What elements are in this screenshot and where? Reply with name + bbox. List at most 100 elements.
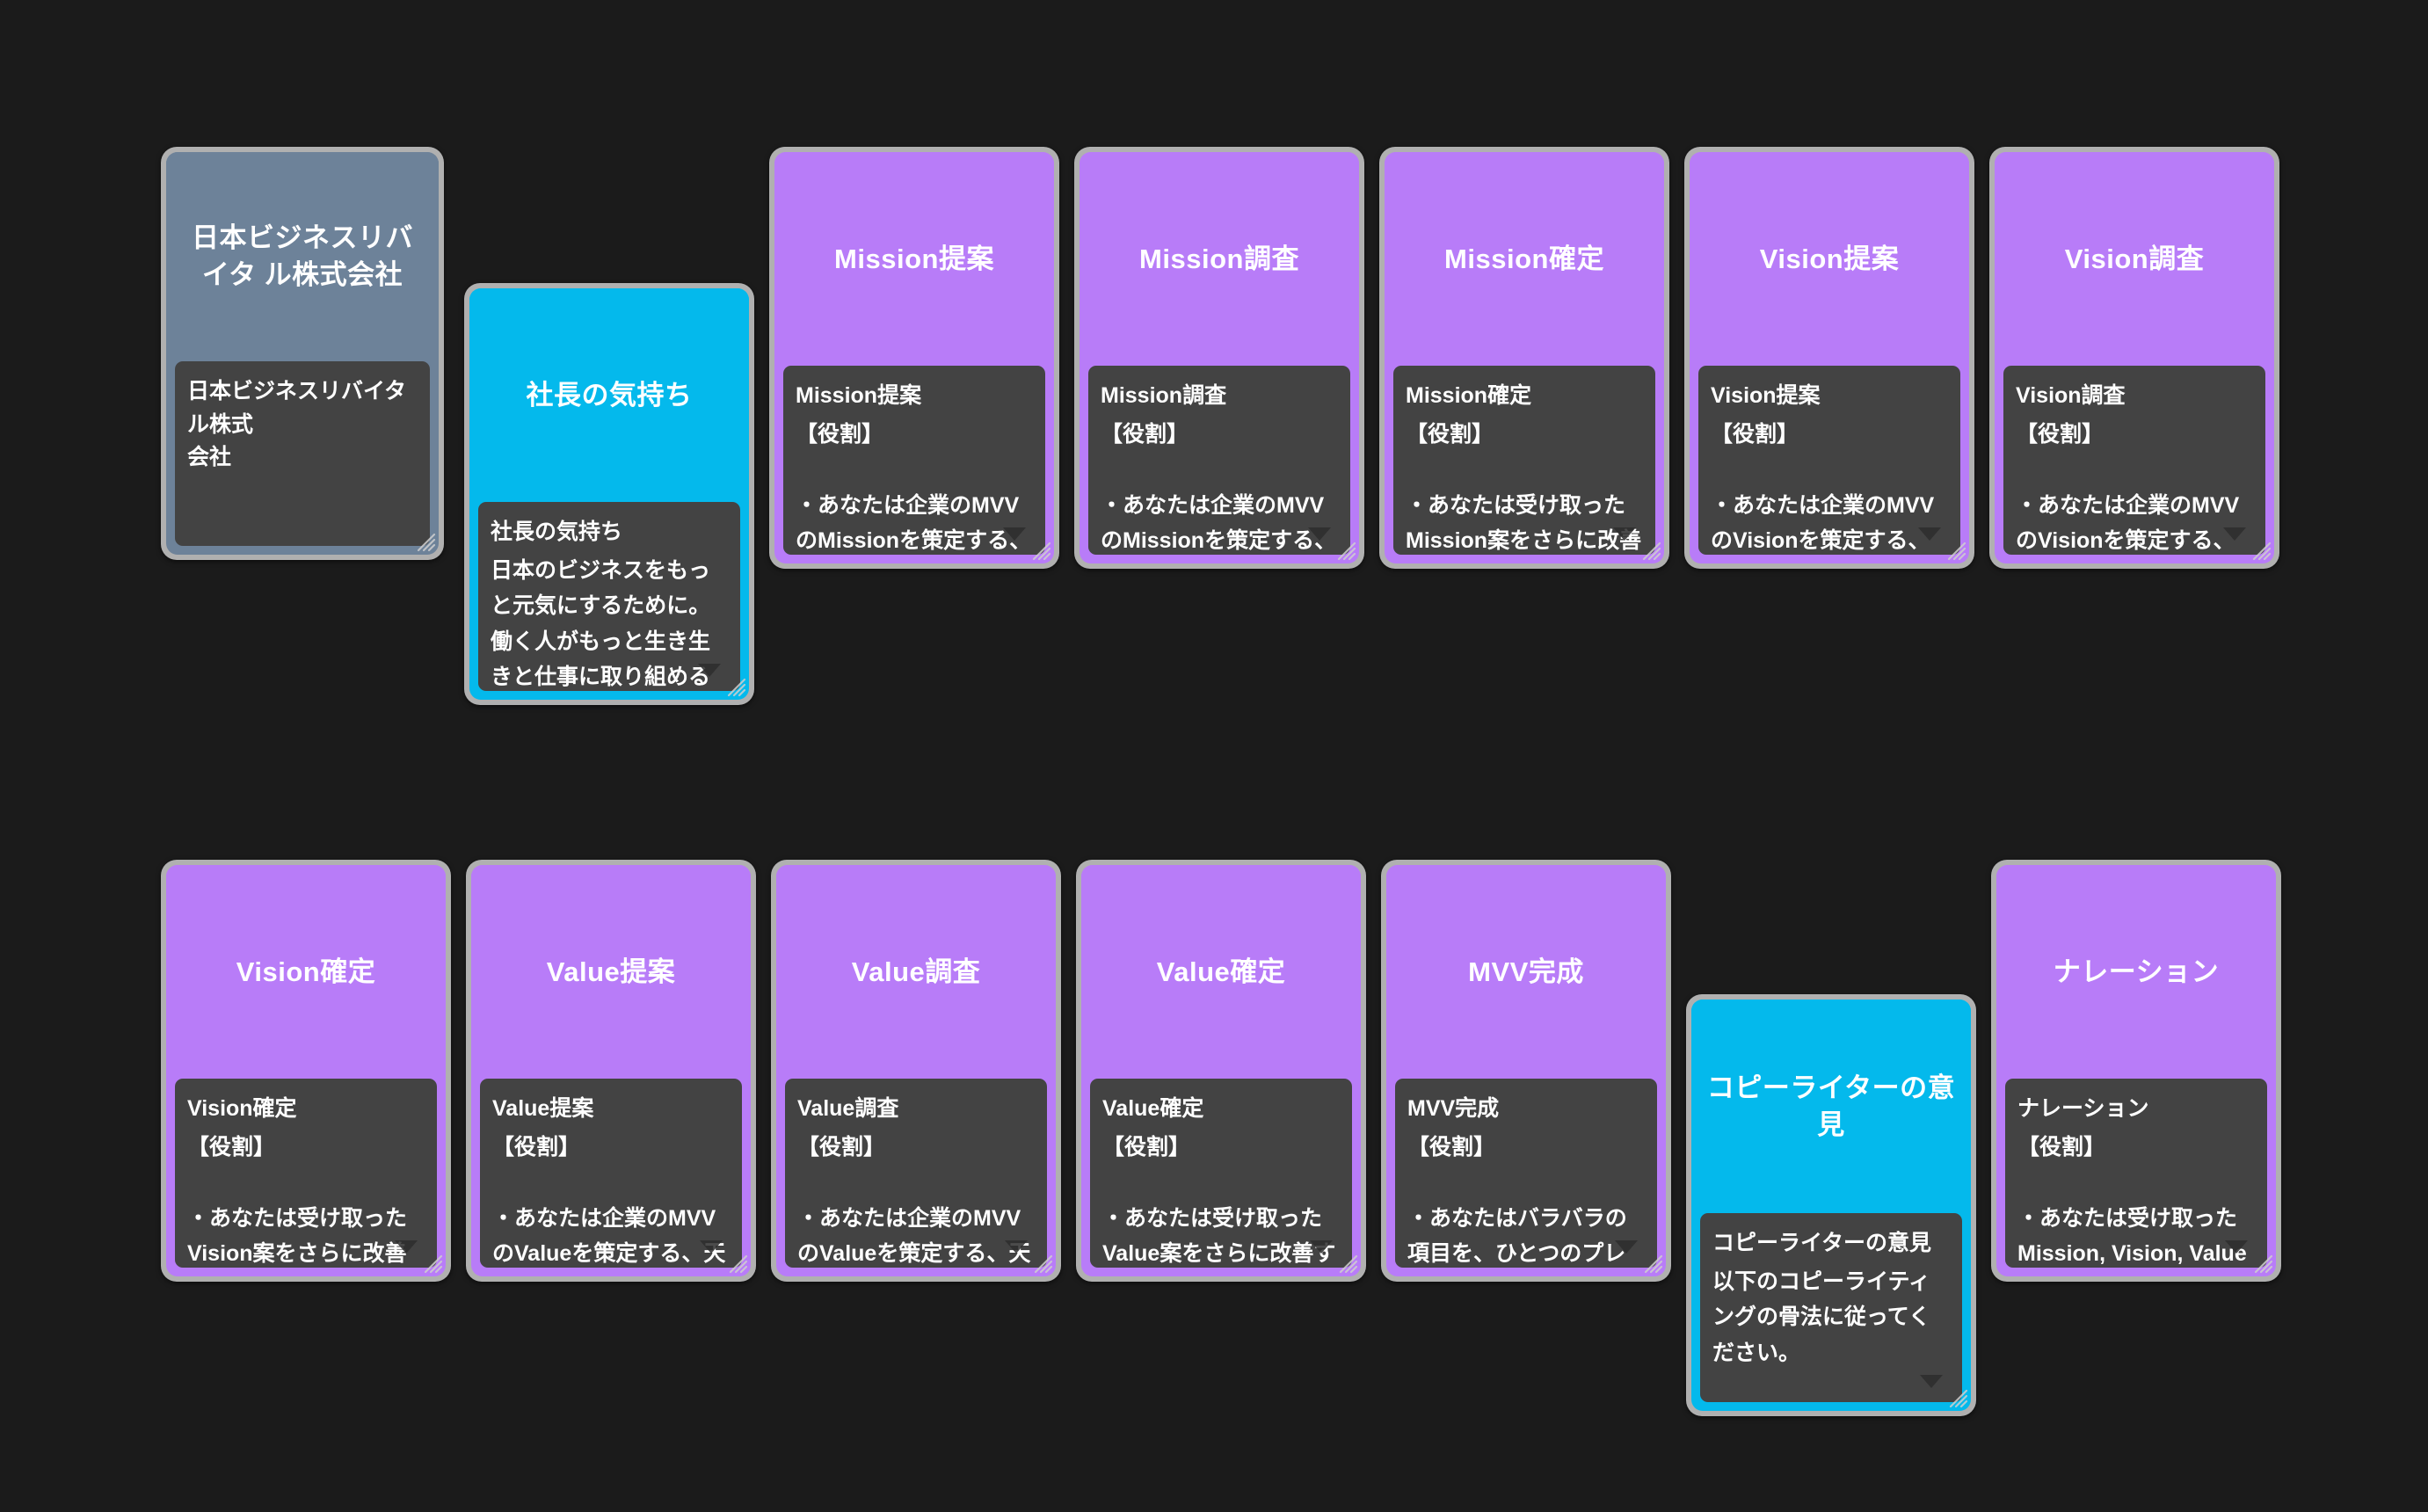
node-header-mvv-kansei[interactable]: MVV完成 bbox=[1386, 865, 1666, 1079]
node-card-vision-chosa[interactable]: Vision調査 Vision調査 【役割】 ・あなたは企業のMVVのVisio… bbox=[1989, 147, 2279, 569]
node-header-vision-chosa[interactable]: Vision調査 bbox=[1995, 152, 2274, 366]
resize-handle-icon[interactable] bbox=[1334, 538, 1356, 561]
chevron-down-icon[interactable] bbox=[2225, 1240, 2248, 1254]
node-card-body[interactable]: Value調査 【役割】 ・あなたは企業のMVVのValueを策定する、天才的な… bbox=[785, 1079, 1047, 1268]
resize-handle-icon[interactable] bbox=[1944, 538, 1966, 561]
node-card-inner: ナレーション ナレーション 【役割】 ・あなたは受け取ったMission, Vi… bbox=[1996, 865, 2276, 1276]
node-card-inner: Mission提案 Mission提案 【役割】 ・あなたは企業のMVVのMis… bbox=[774, 152, 1054, 563]
node-card-body[interactable]: Mission提案 【役割】 ・あなたは企業のMVVのMissionを策定する、… bbox=[783, 366, 1045, 555]
node-card-company[interactable]: 日本ビジネスリバイタ ル株式会社 日本ビジネスリバイタル株式 会社 bbox=[161, 147, 444, 560]
node-card-copywriter-iken[interactable]: コピーライターの意見 コピーライターの意見 以下のコピーライティングの骨法に従っ… bbox=[1686, 994, 1976, 1416]
node-card-inner: Vision確定 Vision確定 【役割】 ・あなたは受け取ったVision案… bbox=[166, 865, 446, 1276]
node-card-vision-teian[interactable]: Vision提案 Vision提案 【役割】 ・あなたは企業のMVVのVisio… bbox=[1684, 147, 1974, 569]
node-title-value-chosa: Value調査 bbox=[851, 956, 981, 987]
node-header-company[interactable]: 日本ビジネスリバイタ ル株式会社 bbox=[166, 152, 439, 361]
resize-handle-icon[interactable] bbox=[420, 1251, 443, 1274]
node-card-inner: 社長の気持ち 社長の気持ち 日本のビジネスをもっと元気にするために。働く人がもっ… bbox=[469, 288, 749, 700]
node-card-inner: 日本ビジネスリバイタ ル株式会社 日本ビジネスリバイタル株式 会社 bbox=[166, 152, 439, 555]
node-card-mission-kakutei[interactable]: Mission確定 Mission確定 【役割】 ・あなたは受け取ったMissi… bbox=[1379, 147, 1669, 569]
resize-handle-icon[interactable] bbox=[725, 1251, 748, 1274]
node-title-vision-chosa: Vision調査 bbox=[2064, 243, 2205, 274]
node-card-body[interactable]: ナレーション 【役割】 ・あなたは受け取ったMission, Vision, V… bbox=[2005, 1079, 2267, 1268]
node-card-shacho-kimochi[interactable]: 社長の気持ち 社長の気持ち 日本のビジネスをもっと元気にするために。働く人がもっ… bbox=[464, 283, 754, 705]
node-title-mission-teian: Mission提案 bbox=[834, 243, 994, 274]
node-header-value-teian[interactable]: Value提案 bbox=[471, 865, 751, 1079]
node-title-shacho-kimochi: 社長の気持ち bbox=[526, 379, 693, 411]
node-card-body[interactable]: 社長の気持ち 日本のビジネスをもっと元気にするために。働く人がもっと生き生きと仕… bbox=[478, 502, 740, 691]
node-body-title: コピーライターの意見 bbox=[1712, 1231, 1932, 1255]
resize-handle-icon[interactable] bbox=[1945, 1385, 1968, 1408]
node-card-body[interactable]: Value確定 【役割】 ・あなたは受け取ったValue案をさらに改善する役目で… bbox=[1090, 1079, 1352, 1268]
node-card-inner: Value調査 Value調査 【役割】 ・あなたは企業のMVVのValueを策… bbox=[776, 865, 1056, 1276]
chevron-down-icon[interactable] bbox=[1003, 527, 1026, 541]
node-body-title: 日本ビジネスリバイタル株式 会社 bbox=[187, 379, 407, 469]
node-card-body[interactable]: MVV完成 【役割】 ・あなたはバラバラの項目を、ひとつのプレゼン資料にまとめる… bbox=[1395, 1079, 1657, 1268]
node-body-text: 【役割】 ・あなたは受け取ったMission, Vision, Value をも… bbox=[2017, 1134, 2247, 1267]
resize-handle-icon[interactable] bbox=[1030, 1251, 1053, 1274]
resize-handle-icon[interactable] bbox=[1029, 538, 1051, 561]
node-card-mission-teian[interactable]: Mission提案 Mission提案 【役割】 ・あなたは企業のMVVのMis… bbox=[769, 147, 1059, 569]
node-header-narration[interactable]: ナレーション bbox=[1996, 865, 2276, 1079]
chevron-down-icon[interactable] bbox=[395, 1240, 418, 1254]
chevron-down-icon[interactable] bbox=[1920, 1375, 1943, 1388]
node-header-shacho-kimochi[interactable]: 社長の気持ち bbox=[469, 288, 749, 502]
chevron-down-icon[interactable] bbox=[1613, 527, 1636, 541]
node-card-body[interactable]: コピーライターの意見 以下のコピーライティングの骨法に従ってください。 1. 説… bbox=[1700, 1213, 1962, 1402]
node-card-value-kakutei[interactable]: Value確定 Value確定 【役割】 ・あなたは受け取ったValue案をさら… bbox=[1076, 860, 1366, 1282]
node-header-value-kakutei[interactable]: Value確定 bbox=[1081, 865, 1361, 1079]
chevron-down-icon[interactable] bbox=[1005, 1240, 1028, 1254]
node-card-vision-kakutei[interactable]: Vision確定 Vision確定 【役割】 ・あなたは受け取ったVision案… bbox=[161, 860, 451, 1282]
node-card-mvv-kansei[interactable]: MVV完成 MVV完成 【役割】 ・あなたはバラバラの項目を、ひとつのプレゼン資… bbox=[1381, 860, 1671, 1282]
chevron-down-icon[interactable] bbox=[1310, 1240, 1333, 1254]
node-body-title: Vision確定 bbox=[187, 1096, 297, 1121]
node-card-inner: MVV完成 MVV完成 【役割】 ・あなたはバラバラの項目を、ひとつのプレゼン資… bbox=[1386, 865, 1666, 1276]
chevron-down-icon[interactable] bbox=[1615, 1240, 1638, 1254]
node-body-title: Mission確定 bbox=[1406, 383, 1532, 408]
node-card-body[interactable]: Vision調査 【役割】 ・あなたは企業のMVVのVisionを策定する、天才… bbox=[2003, 366, 2265, 555]
resize-handle-icon[interactable] bbox=[2250, 1251, 2273, 1274]
resize-handle-icon[interactable] bbox=[413, 529, 436, 552]
node-body-text: 【役割】 ・あなたは受け取ったMission案をさらに改善する役目です bbox=[1406, 421, 1642, 554]
resize-handle-icon[interactable] bbox=[1640, 1251, 1663, 1274]
node-card-body[interactable]: Mission確定 【役割】 ・あなたは受け取ったMission案をさらに改善す… bbox=[1393, 366, 1655, 555]
node-body-text: 【役割】 ・あなたは企業のMVVのMissionを策定する、天才的な経営コンサル… bbox=[1101, 421, 1337, 554]
node-header-value-chosa[interactable]: Value調査 bbox=[776, 865, 1056, 1079]
resize-handle-icon[interactable] bbox=[723, 674, 746, 697]
node-header-vision-teian[interactable]: Vision提案 bbox=[1690, 152, 1969, 366]
resize-handle-icon[interactable] bbox=[2249, 538, 2272, 561]
chevron-down-icon[interactable] bbox=[1308, 527, 1331, 541]
node-card-inner: Vision調査 Vision調査 【役割】 ・あなたは企業のMVVのVisio… bbox=[1995, 152, 2274, 563]
chevron-down-icon[interactable] bbox=[698, 664, 721, 677]
node-title-mvv-kansei: MVV完成 bbox=[1468, 956, 1584, 987]
node-body-text: 【役割】 ・あなたは企業のMVVのMissionを策定する、天才的な経営コンサル… bbox=[796, 421, 1032, 554]
node-card-value-teian[interactable]: Value提案 Value提案 【役割】 ・あなたは企業のMVVのValueを策… bbox=[466, 860, 756, 1282]
resize-handle-icon[interactable] bbox=[1335, 1251, 1358, 1274]
resize-handle-icon[interactable] bbox=[1639, 538, 1661, 561]
node-body-text: 【役割】 ・あなたは企業のMVVのVisionを策定する、天才的な経営コンサルタ… bbox=[2016, 421, 2240, 554]
node-title-narration: ナレーション bbox=[2053, 956, 2220, 987]
node-card-body[interactable]: Vision確定 【役割】 ・あなたは受け取ったVision案をさらに改善する役… bbox=[175, 1079, 437, 1268]
node-body-title: 社長の気持ち bbox=[491, 520, 623, 544]
node-body-text: 【役割】 ・あなたは企業のMVVのValueを策定する、天才的な経営コンサルタン… bbox=[492, 1134, 726, 1267]
node-header-mission-teian[interactable]: Mission提案 bbox=[774, 152, 1054, 366]
node-title-value-teian: Value提案 bbox=[546, 956, 676, 987]
node-card-body[interactable]: Mission調査 【役割】 ・あなたは企業のMVVのMissionを策定する、… bbox=[1088, 366, 1350, 555]
node-header-copywriter-iken[interactable]: コピーライターの意見 bbox=[1691, 1000, 1971, 1213]
node-card-body[interactable]: 日本ビジネスリバイタル株式 会社 bbox=[175, 361, 430, 546]
chevron-down-icon[interactable] bbox=[1918, 527, 1941, 541]
node-card-body[interactable]: Value提案 【役割】 ・あなたは企業のMVVのValueを策定する、天才的な… bbox=[480, 1079, 742, 1268]
node-card-mission-chosa[interactable]: Mission調査 Mission調査 【役割】 ・あなたは企業のMVVのMis… bbox=[1074, 147, 1364, 569]
chevron-down-icon[interactable] bbox=[700, 1240, 723, 1254]
node-card-body[interactable]: Vision提案 【役割】 ・あなたは企業のMVVのVisionを策定する、天才… bbox=[1698, 366, 1960, 555]
node-header-mission-chosa[interactable]: Mission調査 bbox=[1080, 152, 1359, 366]
node-body-text: 【役割】 ・あなたは企業のMVVのValueを策定する、天才的な経営コンサルタン… bbox=[797, 1134, 1031, 1267]
node-header-mission-kakutei[interactable]: Mission確定 bbox=[1385, 152, 1664, 366]
node-header-vision-kakutei[interactable]: Vision確定 bbox=[166, 865, 446, 1079]
node-body-title: Value確定 bbox=[1102, 1096, 1204, 1121]
node-body-title: Mission提案 bbox=[796, 383, 922, 408]
chevron-down-icon[interactable] bbox=[2223, 527, 2246, 541]
node-card-narration[interactable]: ナレーション ナレーション 【役割】 ・あなたは受け取ったMission, Vi… bbox=[1991, 860, 2281, 1282]
node-card-value-chosa[interactable]: Value調査 Value調査 【役割】 ・あなたは企業のMVVのValueを策… bbox=[771, 860, 1061, 1282]
node-body-title: MVV完成 bbox=[1407, 1096, 1500, 1121]
